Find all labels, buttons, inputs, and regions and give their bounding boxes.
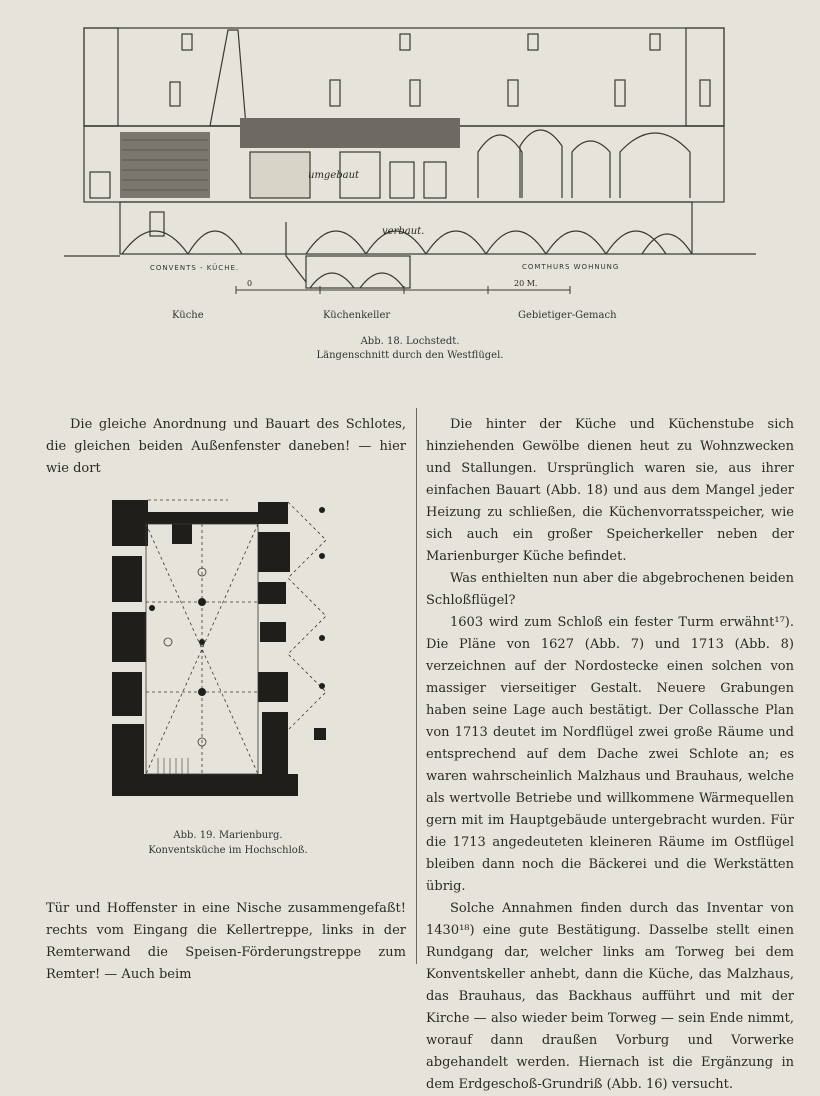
scale-start: 0 bbox=[247, 279, 253, 288]
room-label-gebietiger-gemach: Gebietiger-Gemach bbox=[518, 310, 617, 321]
figure-18-caption-line1: Abb. 18. Lochstedt. bbox=[360, 336, 460, 347]
figure-19-floor-plan bbox=[112, 499, 327, 796]
label-umgebaut: umgebaut bbox=[308, 170, 360, 181]
left-column-bottom-text: Tür und Hoffenster in eine Nische zusamm… bbox=[46, 901, 406, 982]
right-paragraph-1: Die hinter der Küche und Küchenstube sic… bbox=[426, 417, 794, 564]
figure-18-caption-line2: Längenschnitt durch den Westflügel. bbox=[316, 350, 504, 361]
figure-19-caption-line1: Abb. 19. Marienburg. bbox=[173, 830, 283, 841]
figure-18-section-drawing bbox=[64, 27, 756, 294]
scale-end: 20 M. bbox=[514, 279, 538, 288]
room-label-kueche: Küche bbox=[172, 310, 204, 321]
left-column-top-text: Die gleiche Anordnung und Bauart des Sch… bbox=[46, 417, 406, 476]
column-divider bbox=[416, 408, 417, 964]
label-convents-kueche: CONVENTS - KÜCHE. bbox=[150, 264, 240, 272]
right-paragraph-4: Solche Annahmen finden durch das Inventa… bbox=[426, 901, 794, 1092]
label-verbaut: verbaut. bbox=[382, 226, 425, 237]
figure-19-caption-line2: Konventsküche im Hochschloß. bbox=[148, 845, 308, 856]
label-comthurs-wohnung: COMTHURS WOHNUNG bbox=[522, 263, 620, 271]
right-paragraph-2: Was enthielten nun aber die abgebrochene… bbox=[426, 571, 794, 608]
right-column: Die hinter der Küche und Küchenstube sic… bbox=[426, 414, 794, 1096]
room-label-kuechenkeller: Küchenkeller bbox=[323, 310, 391, 321]
right-paragraph-3: 1603 wird zum Schloß ein fester Turm erw… bbox=[426, 615, 794, 894]
